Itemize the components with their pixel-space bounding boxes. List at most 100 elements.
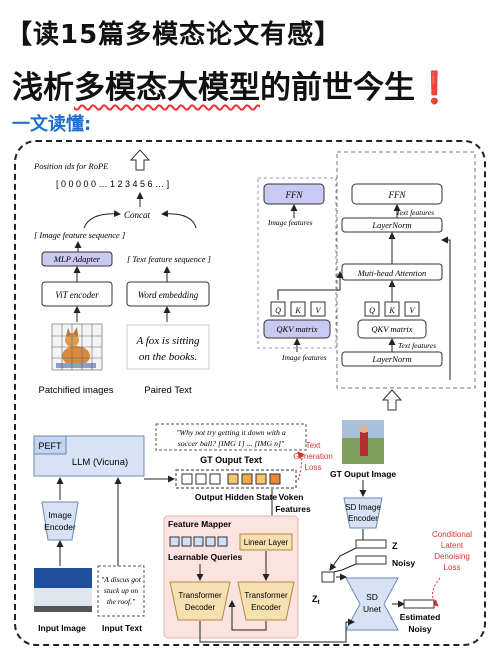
text-generation-loss-1: Text xyxy=(306,441,321,450)
vit-encoder-label: ViT encoder xyxy=(55,290,99,300)
diagram-frame xyxy=(14,140,486,646)
token-cells xyxy=(181,473,281,485)
ffn-left-label: FFN xyxy=(285,190,304,200)
paired-text-line1: A fox is sitting xyxy=(135,335,200,347)
qkv-matrix-left-label: QKV matrix xyxy=(276,324,317,334)
conditional-ldl-3: Denoising xyxy=(434,552,470,561)
learnable-queries-label: Learnable Queries xyxy=(168,552,242,562)
input-image-label: Input Image xyxy=(38,623,86,633)
sd-unet-2: Unet xyxy=(363,604,382,614)
multi-head-attention-label: Muti-head Attention xyxy=(357,268,427,278)
text-features-label-1: Text features xyxy=(396,208,434,217)
section-label: 一文读懂: xyxy=(12,114,92,135)
conditional-ldl-4: Loss xyxy=(444,563,461,572)
q-right: Q xyxy=(369,306,375,315)
ffn-right-label: FFN xyxy=(388,190,407,200)
v-left: V xyxy=(316,306,322,315)
llm-label: LLM (Vicuna) xyxy=(72,457,128,468)
input-image xyxy=(34,568,92,612)
main-title-post: 的前世今生 xyxy=(260,70,415,106)
learnable-query-cells xyxy=(169,536,228,547)
paired-text-box xyxy=(126,324,210,370)
image-encoder-2: Encoder xyxy=(44,522,76,532)
zt-box xyxy=(321,571,335,583)
z-label: Z xyxy=(392,541,398,551)
sd-unet-1: SD xyxy=(366,592,378,602)
transformer-decoder-1: Transformer xyxy=(178,591,222,600)
gt-text-quote-box xyxy=(155,423,307,451)
discus-quote-box xyxy=(97,565,145,617)
linear-layer-box xyxy=(239,533,293,551)
up-arrow-icon xyxy=(129,149,151,171)
transformer-encoder-1: Transformer xyxy=(244,591,288,600)
image-encoder-1: Image xyxy=(48,510,72,520)
sd-image-encoder-shape xyxy=(343,497,383,529)
word-embedding-label: Word embedding xyxy=(138,290,199,300)
transformer-decoder-2: Decoder xyxy=(185,603,216,612)
transformer-block-dashed xyxy=(336,151,476,389)
noisy-bar xyxy=(355,555,387,565)
layernorm-2-label: LayerNorm xyxy=(371,354,411,364)
linear-layer-label: Linear Layer xyxy=(244,538,289,547)
gt-output-image-label: GT Ouput Image xyxy=(330,469,396,479)
layernorm-1-label: LayerNorm xyxy=(371,220,411,230)
text-features-label-2: Text features xyxy=(398,341,436,350)
input-text-label: Input Text xyxy=(102,623,142,633)
q-left: Q xyxy=(275,306,281,315)
image-feature-sequence: [ Image feature sequence ] xyxy=(34,230,125,240)
main-title: 浅析多模态大模型的前世今生❗ xyxy=(12,62,454,107)
discus-quote-1: "A discus got xyxy=(101,575,142,584)
series-title: 【读15篇多模态论文有感】 xyxy=(6,20,342,50)
conditional-ldl-2: Latent xyxy=(441,541,464,550)
zt-label: Zt xyxy=(312,594,321,606)
image-features-label-1: Image features xyxy=(267,218,313,227)
transformer-encoder-shape xyxy=(237,581,295,621)
gt-output-image xyxy=(342,420,384,464)
discus-quote-2: stuck up on xyxy=(104,586,138,595)
estimated-noisy-1: Estimated xyxy=(400,612,441,622)
transformer-decoder-shape xyxy=(169,581,231,621)
exclamation-icon: ❗ xyxy=(415,70,454,106)
v-right: V xyxy=(410,306,416,315)
position-ids-label: Position ids for RoPE xyxy=(33,161,109,171)
estimated-noisy-bar xyxy=(403,599,435,609)
noisy-label: Noisy xyxy=(392,558,415,568)
position-ids-seq: [ 0 0 0 0 0 … 1 2 3 4 5 6 … ] xyxy=(56,179,169,189)
image-encoder-shape xyxy=(41,501,79,541)
sd-image-encoder-2: Encoder xyxy=(348,514,378,523)
voken-features-1: Voken xyxy=(279,492,304,502)
sd-image-encoder-1: SD Image xyxy=(345,503,381,512)
main-title-highlight: 多模态大模型 xyxy=(74,70,260,106)
input-up-arrow-icon xyxy=(381,389,403,411)
paired-text-caption: Paired Text xyxy=(144,385,192,396)
gt-text-quote-line2: soccer ball? [IMG 1] ... [IMG n]" xyxy=(178,439,285,448)
output-hidden-state-label: Output Hidden State xyxy=(195,492,277,502)
discus-quote-3: the roof." xyxy=(107,597,136,606)
qkv-matrix-right-label: QKV matrix xyxy=(371,324,412,334)
gt-text-quote-line1: "Why not try getting it down with a xyxy=(176,428,286,437)
k-right: K xyxy=(388,306,395,315)
text-generation-loss-3: Loss xyxy=(305,463,322,472)
patchified-images-label: Patchified images xyxy=(39,385,114,396)
k-left: K xyxy=(294,306,301,315)
z-bar xyxy=(355,539,387,549)
mlp-adapter-label: MLP Adapter xyxy=(53,254,101,264)
peft-box xyxy=(33,435,67,455)
main-title-pre: 浅析 xyxy=(12,70,74,106)
peft-label: PEFT xyxy=(38,441,62,451)
sd-unet-shape xyxy=(345,577,399,631)
text-generation-loss-2: Generation xyxy=(293,452,333,461)
text-feature-sequence: [ Text feature sequence ] xyxy=(127,254,211,264)
paired-text-line2: on the books. xyxy=(139,351,197,363)
feature-mapper-label: Feature Mapper xyxy=(168,519,232,529)
estimated-noisy-2: Noisy xyxy=(408,624,431,634)
patchified-fox-image xyxy=(51,323,103,371)
transformer-encoder-2: Encoder xyxy=(251,603,281,612)
image-features-label-2: Image features xyxy=(281,353,327,362)
image-branch-dashed xyxy=(257,177,337,349)
gt-output-text-label: GT Ouput Text xyxy=(200,455,262,465)
conditional-ldl-1: Conditional xyxy=(432,530,472,539)
voken-features-2: Features xyxy=(275,504,311,514)
concat-label: Concat xyxy=(124,210,150,220)
